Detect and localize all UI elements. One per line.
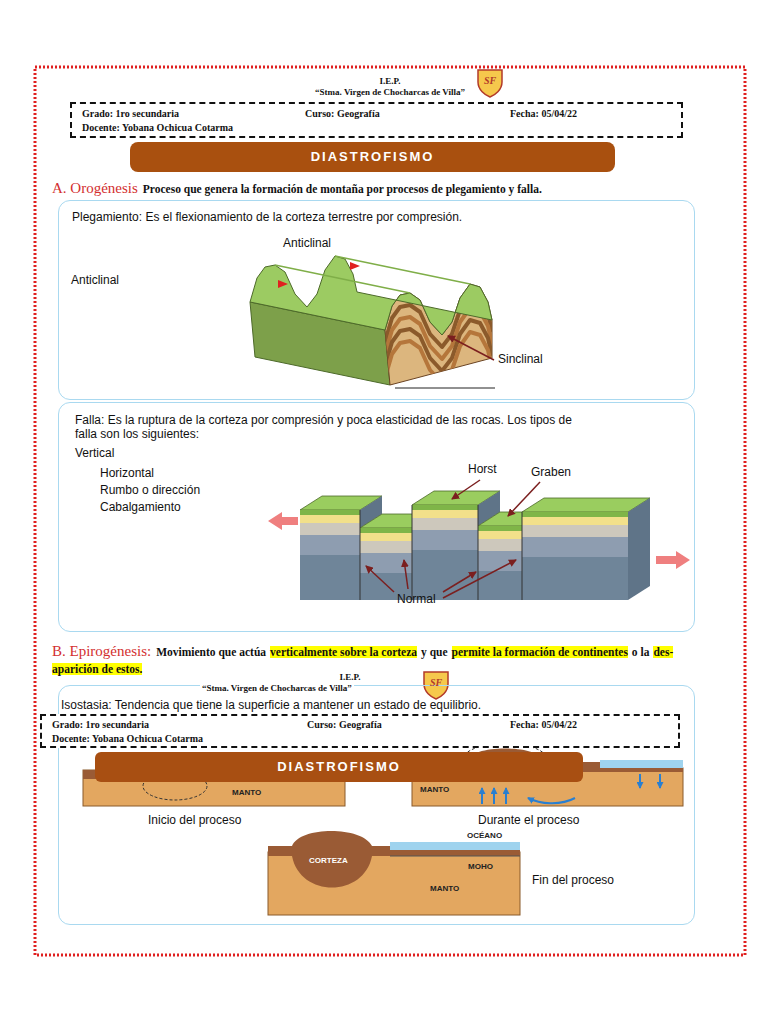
label-text: permite la formación de continentes — [452, 646, 628, 658]
label-text: MANTO — [430, 884, 459, 893]
header-box: Grado: 1ro secundaria Curso: Geografía Fec… — [40, 714, 680, 748]
label-text: o la — [632, 646, 650, 658]
label-text: “Stma. Virgen de Chocharcas de Villa” — [200, 683, 354, 694]
title-banner: DIASTROFISMO — [95, 752, 583, 782]
label-text: Anticlinal — [283, 236, 331, 250]
content-panel: Falla: Es la ruptura de la corteza por c… — [58, 402, 695, 632]
label-text: SF — [478, 75, 502, 86]
school-logo — [478, 70, 502, 97]
label-text: B. Epirogénesis: — [52, 643, 151, 659]
node-text: Falla: Es la ruptura de la corteza por c… — [75, 413, 595, 441]
label-text: Cabalgamiento — [100, 500, 181, 514]
node-text: Curso: Geografía — [307, 719, 382, 730]
content-panel: Plegamiento: Es el flexionamiento de la … — [58, 200, 695, 400]
label-text: Normal — [397, 592, 436, 606]
node-text: Grado: 1ro secundaria — [82, 108, 179, 119]
label-text: MANTO — [232, 788, 261, 797]
label-text: I.E.P. — [290, 76, 490, 86]
node-text: Grado: 1ro secundaria — [52, 719, 149, 730]
label-text: CORTEZA — [309, 856, 348, 865]
node-text: Fecha: 05/04/22 — [510, 108, 577, 119]
node-text: DIASTROFISMO — [95, 759, 583, 774]
label-text: Movimiento que actúa — [156, 646, 266, 658]
page-border — [35, 67, 745, 955]
text-line: B. Epirogénesis: Movimiento que actúa vert… — [52, 643, 677, 676]
node-text: Isostasia: Tendencia que tiene la superf… — [61, 698, 481, 712]
label-text: Graben — [531, 465, 571, 479]
header-box: Grado: 1ro secundaria Curso: Geografía Fec… — [70, 102, 683, 138]
fault-illustration — [268, 480, 722, 653]
label-text: Fin del proceso — [532, 873, 614, 887]
label-text: SF — [424, 677, 448, 688]
node-text: Curso: Geografía — [305, 108, 380, 119]
node-text: Docente: Yobana Ochicua Cotarma — [82, 122, 233, 133]
label-text: Anticlinal — [71, 273, 119, 287]
text-line: A. Orogénesis Proceso que genera la forma… — [52, 179, 742, 197]
label-text: Vertical — [75, 446, 114, 460]
title-banner: DIASTROFISMO — [130, 142, 615, 172]
label-text: I.E.P. — [250, 672, 450, 682]
label-text: y que — [421, 646, 448, 658]
label-text: Inicio del proceso — [148, 813, 241, 827]
label-text: MANTO — [420, 785, 449, 794]
label-text: Sinclinal — [498, 352, 543, 366]
title-text: DIASTROFISMO — [130, 149, 615, 164]
label-text: Horizontal — [100, 466, 154, 480]
isostasy-end — [268, 831, 520, 915]
label-text: A. Orogénesis — [52, 180, 138, 196]
label-text: Horst — [468, 462, 497, 476]
node-text: Plegamiento: Es el flexionamiento de la … — [72, 210, 462, 224]
node-text: Docente: Yobana Ochicua Cotarma — [52, 733, 203, 744]
label-text: Durante el proceso — [478, 813, 579, 827]
label-text: OCÉANO — [466, 831, 503, 840]
label-text: “Stma. Virgen de Chocharcas de Villa” — [240, 87, 540, 97]
label-text: verticalmente sobre la corteza — [270, 646, 417, 658]
node-text: Fecha: 05/04/22 — [510, 719, 577, 730]
label-text: Rumbo o dirección — [100, 483, 200, 497]
label-text: Proceso que genera la formación de monta… — [143, 183, 542, 195]
fold-illustration — [250, 256, 495, 388]
label-text: MOHO — [468, 862, 493, 871]
